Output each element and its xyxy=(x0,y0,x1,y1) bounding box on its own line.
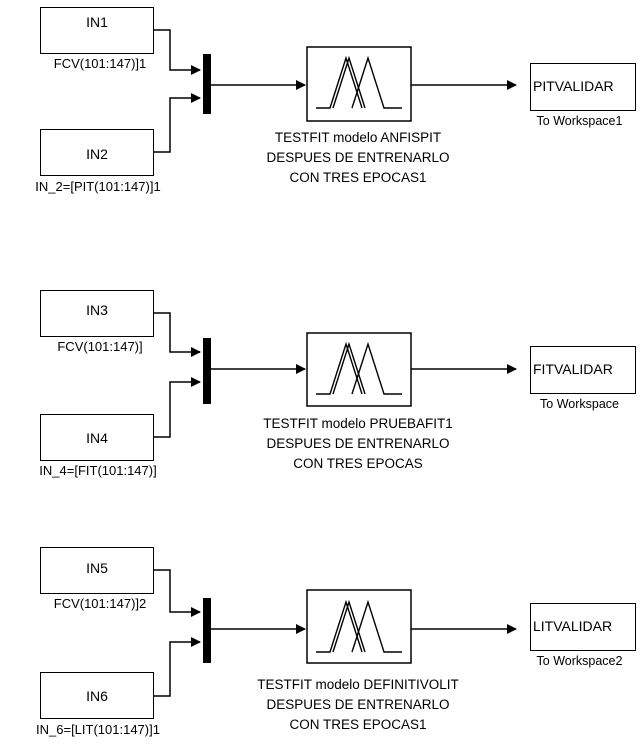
input-signal-label: FCV(101:147)]2 xyxy=(53,596,147,611)
membership-functions-icon xyxy=(316,341,402,395)
input-signal-label: IN_2=[PIT(101:147)]1 xyxy=(35,179,161,194)
caption-line: DESPUES DE ENTRENARLO xyxy=(266,150,450,165)
caption-line: CON TRES EPOCAS1 xyxy=(289,170,427,185)
mux-2[interactable] xyxy=(203,338,211,404)
caption-line: DESPUES DE ENTRENARLO xyxy=(266,697,450,712)
to-workspace-block-1[interactable]: PITVALIDAR xyxy=(530,63,636,111)
fis-block-caption: TESTFIT modelo PRUEBAFIT1 DESPUES DE ENT… xyxy=(208,414,508,474)
input-signal-label: IN_6=[LIT(101:147)]1 xyxy=(36,722,160,737)
row-2-wiring xyxy=(154,312,517,438)
to-workspace-block-2[interactable]: LITVALIDAR xyxy=(530,603,636,651)
input-block-name: IN5 xyxy=(86,560,108,576)
membership-functions-icon xyxy=(316,599,402,653)
mux-1[interactable] xyxy=(203,54,211,114)
caption-line: TESTFIT modelo PRUEBAFIT1 xyxy=(263,416,453,431)
input-block-name: IN4 xyxy=(86,430,108,446)
fis-block-3[interactable] xyxy=(306,589,412,664)
to-workspace-block[interactable]: FITVALIDAR xyxy=(530,346,636,394)
input-signal-label: IN_4=[FIT(101:147)] xyxy=(39,463,157,478)
input-block-name: IN6 xyxy=(86,688,108,704)
input-block-name: IN1 xyxy=(86,14,108,30)
membership-functions-icon xyxy=(316,55,402,109)
input-block-in6[interactable]: IN6 xyxy=(40,672,154,719)
fis-block-2[interactable] xyxy=(306,332,412,407)
row-1-wiring xyxy=(154,29,517,153)
workspace-block-label: To Workspace1 xyxy=(536,114,623,128)
caption-line: DESPUES DE ENTRENARLO xyxy=(266,436,450,451)
workspace-variable-name: FITVALIDAR xyxy=(533,361,613,377)
input-signal-label: FCV(101:147)] xyxy=(57,339,143,354)
input-block-in3[interactable]: IN3 xyxy=(40,290,154,337)
fis-block-caption: TESTFIT modelo ANFISPIT DESPUES DE ENTRE… xyxy=(208,128,508,188)
workspace-block-label: To Workspace2 xyxy=(536,654,623,668)
input-block-in2[interactable]: IN2 xyxy=(40,129,154,176)
row-3-wiring xyxy=(154,569,517,697)
caption-line: CON TRES EPOCAS1 xyxy=(289,717,427,732)
caption-line: CON TRES EPOCAS xyxy=(293,456,423,471)
workspace-variable-name: LITVALIDAR xyxy=(533,618,613,634)
input-block-name: IN2 xyxy=(86,146,108,162)
caption-line: TESTFIT modelo ANFISPIT xyxy=(274,130,442,145)
input-block-in1[interactable]: IN1 xyxy=(40,7,154,54)
caption-line: TESTFIT modelo DEFINITIVOLIT xyxy=(257,677,459,692)
fis-block-caption: TESTFIT modelo DEFINITIVOLIT DESPUES DE … xyxy=(208,675,508,735)
mux-3[interactable] xyxy=(203,598,211,663)
workspace-block-label: To Workspace xyxy=(540,397,619,411)
workspace-variable-name: PITVALIDAR xyxy=(533,78,614,94)
input-block-in4[interactable]: IN4 xyxy=(40,414,154,461)
input-block-in5[interactable]: IN5 xyxy=(40,547,154,594)
input-block-name: IN3 xyxy=(86,302,108,318)
input-signal-label: FCV(101:147)]1 xyxy=(53,56,147,71)
